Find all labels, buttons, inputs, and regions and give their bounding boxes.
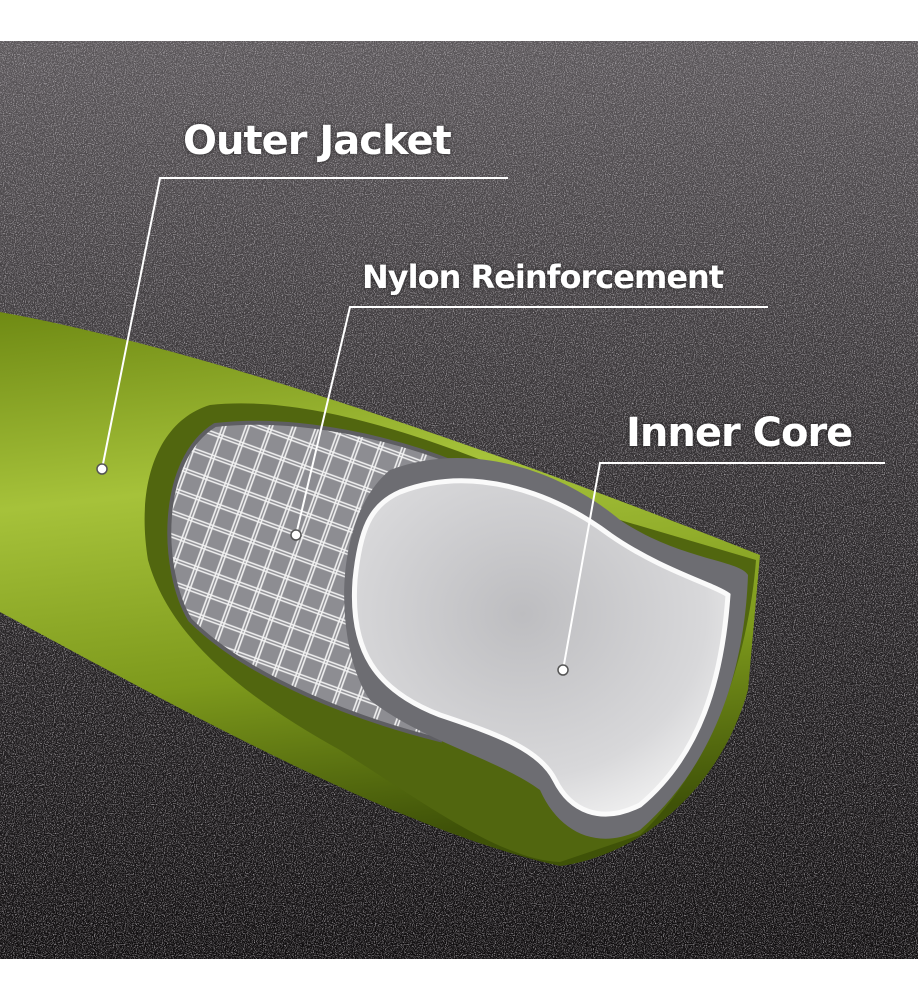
callout-dot-nylon-reinforcement <box>290 529 302 541</box>
callout-inner-core <box>562 462 885 671</box>
callout-dot-outer-jacket <box>96 463 108 475</box>
label-outer-jacket: Outer Jacket <box>183 118 452 164</box>
hose-cross-section-illustration <box>0 41 918 959</box>
label-nylon-reinforcement: Nylon Reinforcement <box>362 258 724 296</box>
callout-dot-inner-core <box>557 664 569 676</box>
inner-core <box>351 478 731 817</box>
label-inner-core: Inner Core <box>626 410 853 456</box>
callout-nylon-reinforcement <box>295 306 768 536</box>
callout-outer-jacket <box>101 177 508 470</box>
